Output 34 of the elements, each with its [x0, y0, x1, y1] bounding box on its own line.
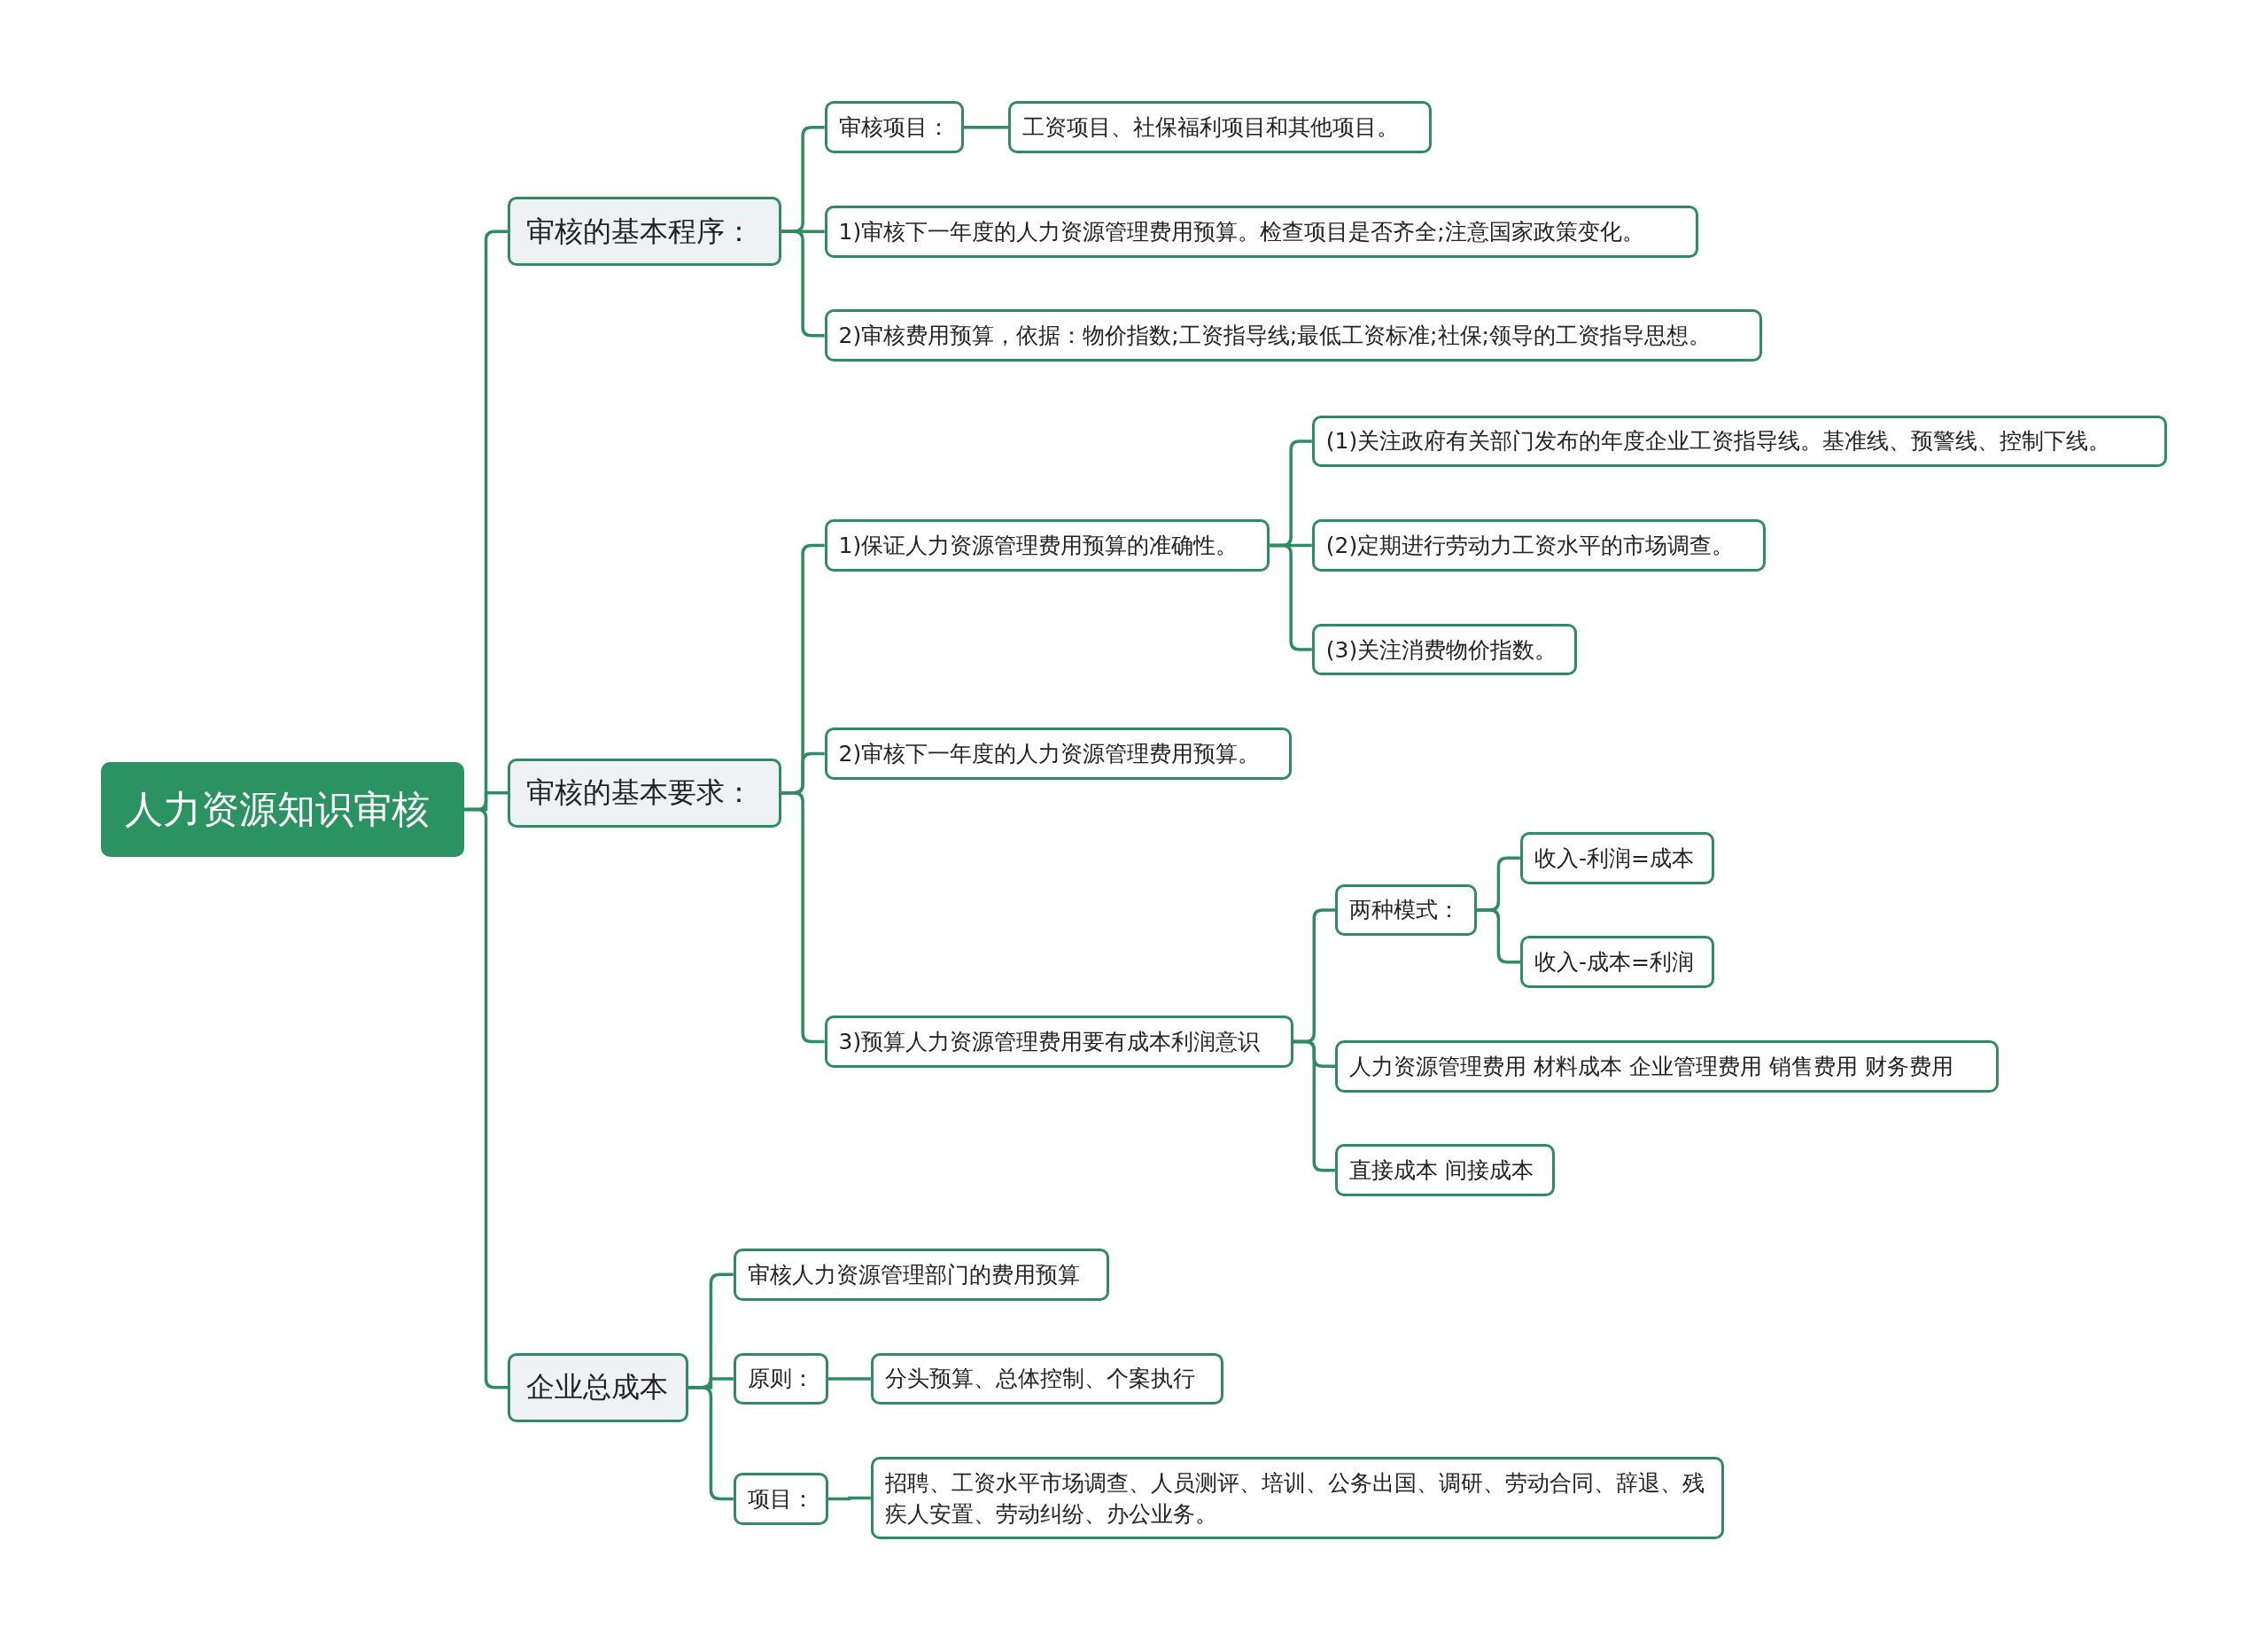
topic-box: 审核项目： [824, 101, 964, 154]
topic-box: 两种模式： [1334, 883, 1477, 937]
connector-line [827, 1496, 871, 1501]
connector-line [1476, 908, 1520, 964]
topic-box: 项目： [733, 1473, 828, 1525]
connector-line [464, 807, 509, 1389]
topic-box: 收入-成本=利润 [1519, 936, 1714, 989]
main-branch-box: 企业总成本 [508, 1352, 689, 1422]
topic-box: 审核人力资源管理部门的费用预算 [733, 1248, 1110, 1301]
topic-box: 工资项目、社保福利项目和其他项目。 [1007, 101, 1433, 154]
topic-box: 招聘、工资水平市场调查、人员测评、培训、公务出国、调研、劳动合同、辞退、残疾人安置、劳动纠纷、办公业务。 [870, 1457, 1725, 1540]
connector-line [1293, 1039, 1335, 1172]
topic-box: 直接成本 间接成本 [1334, 1144, 1556, 1197]
main-branch-box: 审核的基本程序： [508, 197, 781, 267]
topic-box: 3)预算人力资源管理费用要有成本利润意识 [824, 1016, 1293, 1068]
main-branch-box: 审核的基本要求： [508, 758, 781, 828]
topic-box: 原则： [733, 1352, 828, 1405]
topic-box: (1)关注政府有关部门发布的年度企业工资指导线。基准线、预警线、控制下线。 [1311, 415, 2167, 468]
central-topic-box: 人力资源知识审核 [101, 762, 465, 857]
topic-box: 人力资源管理费用 材料成本 企业管理费用 销售费用 财务费用 [1334, 1039, 2000, 1093]
connector-line [827, 1377, 871, 1381]
connector-line [1270, 543, 1312, 651]
connector-line [688, 1385, 734, 1501]
connector-line [781, 790, 825, 1044]
topic-box: 2)审核下一年度的人力资源管理费用预算。 [824, 728, 1292, 780]
topic-box: 收入-利润=成本 [1519, 831, 1714, 884]
connector-line [781, 230, 825, 338]
topic-box: (3)关注消费物价指数。 [1311, 623, 1577, 676]
topic-box: 2)审核费用预算，依据：物价指数;工资指导线;最低工资标准;社保;领导的工资指导思想。 [824, 309, 1762, 362]
connector-line [963, 125, 1008, 129]
topic-box: 分头预算、总体控制、个案执行 [870, 1352, 1224, 1405]
topic-box: (2)定期进行劳动力工资水平的市场调查。 [1311, 519, 1767, 572]
topic-box: 1)保证人力资源管理费用预算的准确性。 [824, 519, 1270, 572]
topic-box: 1)审核下一年度的人力资源管理费用预算。检查项目是否齐全;注意国家政策变化。 [824, 205, 1698, 258]
